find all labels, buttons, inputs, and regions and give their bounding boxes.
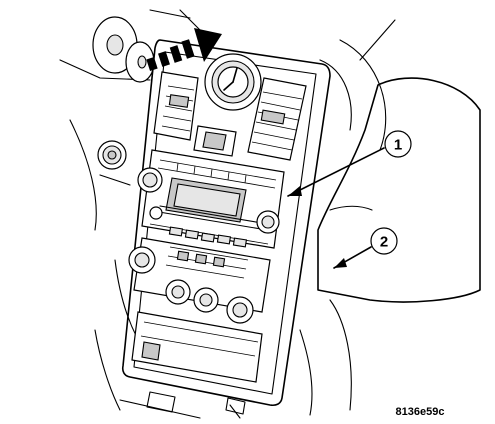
radio-preset-buttons-top	[176, 162, 247, 184]
removal-direction-arrow	[146, 28, 222, 71]
climate-temp-knob-left	[128, 246, 156, 274]
radio-preset-buttons-bottom	[168, 226, 248, 248]
callout-1-label: 1	[394, 137, 402, 154]
passenger-panel	[317, 77, 481, 303]
lower-connectors	[146, 391, 246, 415]
analog-clock	[204, 53, 262, 111]
right-air-vent	[247, 77, 307, 161]
left-dash-speaker	[92, 16, 155, 83]
radio-head-unit	[137, 149, 285, 249]
radio-tune-knob	[256, 210, 280, 234]
climate-control-panel	[128, 237, 271, 324]
center-bezel	[121, 39, 331, 407]
climate-fan-knob	[165, 279, 191, 305]
climate-mode-knob	[193, 287, 219, 313]
dashboard-outline	[59, 9, 396, 419]
hazard-switch	[193, 125, 237, 157]
figure-id: 8136e59c	[396, 406, 445, 418]
callout-2-label: 2	[380, 234, 388, 251]
radio-volume-knob	[137, 167, 163, 193]
radio-small-button	[149, 206, 163, 220]
callout-2: 2	[333, 227, 398, 269]
callout-1: 1	[287, 130, 412, 197]
climate-temp-knob-right	[226, 296, 254, 324]
lower-storage-bin	[131, 311, 263, 383]
left-air-vent	[153, 71, 199, 141]
ignition-knob	[97, 140, 127, 170]
